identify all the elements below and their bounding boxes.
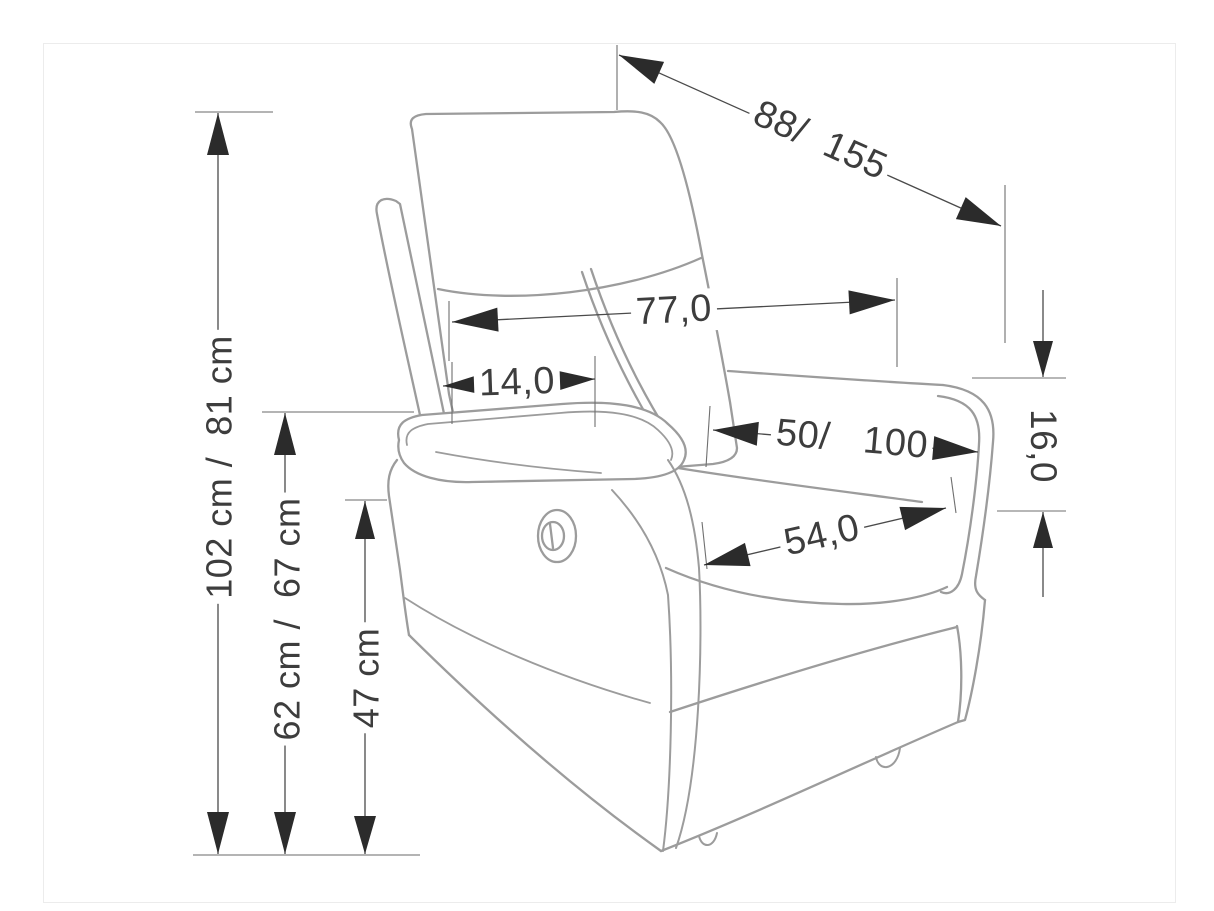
dimension-label-16: 16,0 xyxy=(1022,403,1064,489)
extension-line-8 xyxy=(950,476,957,514)
right-foot xyxy=(875,747,901,768)
left-armrest-pad xyxy=(396,401,687,484)
dimension-label-77: 77,0 xyxy=(629,287,719,334)
arrowhead-8 xyxy=(704,542,751,567)
body-bottom-left-edge xyxy=(407,633,663,853)
left-armrest-lower-piping xyxy=(435,451,602,474)
right-armrest-outer-curve xyxy=(941,383,995,602)
extension-line-6 xyxy=(705,405,711,468)
arrowhead-16 xyxy=(355,501,375,539)
seat-armrest-seam xyxy=(676,466,924,504)
arrowhead-12 xyxy=(207,113,229,155)
power-button-slot xyxy=(548,522,555,550)
arrowhead-10 xyxy=(1033,341,1053,377)
arrowhead-3 xyxy=(848,290,895,315)
headrest-seam xyxy=(436,256,703,297)
arrowhead-17 xyxy=(354,816,376,854)
base-right-side xyxy=(956,598,987,724)
arrowhead-6 xyxy=(713,421,759,446)
recliner-chair-art xyxy=(375,110,995,853)
arrowhead-2 xyxy=(452,307,499,332)
side-panel-seam xyxy=(404,597,651,704)
body-left-edge xyxy=(387,458,411,637)
dimension-label-14: 14,0 xyxy=(473,360,561,406)
dimension-label-62-67: 62 cm / 67 cm xyxy=(266,492,307,746)
seat-front-edge xyxy=(664,566,949,606)
arrowhead-7 xyxy=(932,436,978,461)
base-front-right-edge xyxy=(955,624,963,724)
arrowhead-13 xyxy=(207,812,229,854)
arrowhead-0 xyxy=(619,55,665,84)
arrowhead-11 xyxy=(1033,512,1053,548)
dimension-label-102-81: 102 cm / 81 cm xyxy=(198,330,239,604)
arrowhead-9 xyxy=(899,506,946,531)
extension-line-7 xyxy=(701,521,708,570)
base-bottom-edge xyxy=(659,720,960,853)
right-armrest-top-edge xyxy=(726,369,945,387)
dimension-label-47: 47 cm xyxy=(345,622,386,734)
base-front-seam xyxy=(668,625,959,714)
front-band-inner xyxy=(611,489,673,852)
reference-ticks xyxy=(193,111,420,856)
right-armrest-inner-curve xyxy=(936,394,981,595)
left-foot xyxy=(698,832,718,846)
arrowhead-15 xyxy=(274,812,296,854)
arrowhead-5 xyxy=(549,369,595,394)
arrowhead-14 xyxy=(274,413,296,455)
front-band-outer xyxy=(667,459,702,849)
left-wing-panel xyxy=(375,197,449,440)
left-armrest-piping xyxy=(405,410,674,461)
power-button-inner-ring[interactable] xyxy=(540,520,566,552)
extension-lines xyxy=(448,45,1066,570)
arrowhead-1 xyxy=(955,197,1001,226)
